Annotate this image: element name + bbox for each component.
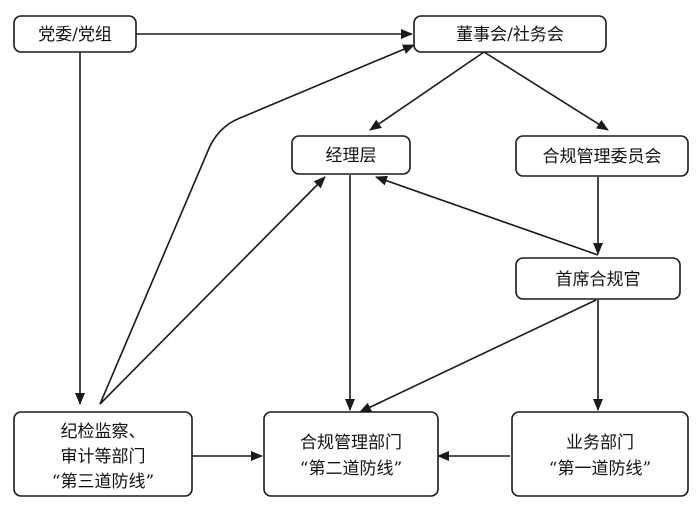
node-party: 党委/党组 (13, 15, 137, 53)
node-committee-label: 合规管理委员会 (543, 147, 662, 167)
edge-audit-to-manager (99, 176, 326, 405)
edge-audit-to-board (99, 44, 415, 405)
edge-cco-to-compliance-dept (359, 299, 597, 413)
node-party-label: 党委/党组 (38, 25, 112, 45)
node-audit-label-line1: 纪检监察、 (61, 422, 146, 442)
node-manager-box (291, 135, 411, 175)
edges (75, 29, 609, 461)
edge-board-to-manager (369, 51, 485, 131)
edge-board-to-committee (483, 51, 609, 131)
node-cco-box (515, 257, 681, 300)
node-party-box (13, 15, 137, 53)
node-cco-label: 首席合规官 (556, 270, 641, 290)
node-cco: 首席合规官 (515, 257, 681, 300)
node-business: 业务部门 “第一道防线” (511, 411, 689, 497)
node-business-label-line2: “第一道防线” (549, 459, 651, 479)
node-business-label-line1: 业务部门 (566, 433, 634, 453)
node-compliance-dept-label-line1: 合规管理部门 (300, 433, 402, 453)
node-committee-box (515, 135, 689, 177)
node-committee: 合规管理委员会 (515, 135, 689, 177)
node-board: 董事会/社务会 (413, 15, 607, 53)
node-compliance-dept-box (263, 411, 439, 497)
node-audit-box (13, 411, 193, 497)
node-manager-label: 经理层 (326, 146, 377, 166)
node-audit-label-line3: “第三道防线” (52, 472, 154, 492)
node-audit-label-line2: 审计等部门 (61, 447, 146, 467)
node-board-box (413, 15, 607, 53)
node-business-box (511, 411, 689, 497)
node-audit: 纪检监察、 审计等部门 “第三道防线” (13, 411, 193, 497)
node-compliance-dept: 合规管理部门 “第二道防线” (263, 411, 439, 497)
node-board-label: 董事会/社务会 (456, 25, 564, 45)
node-manager: 经理层 (291, 135, 411, 175)
node-compliance-dept-label-line2: “第二道防线” (300, 459, 402, 479)
edge-cco-to-manager (375, 175, 599, 256)
